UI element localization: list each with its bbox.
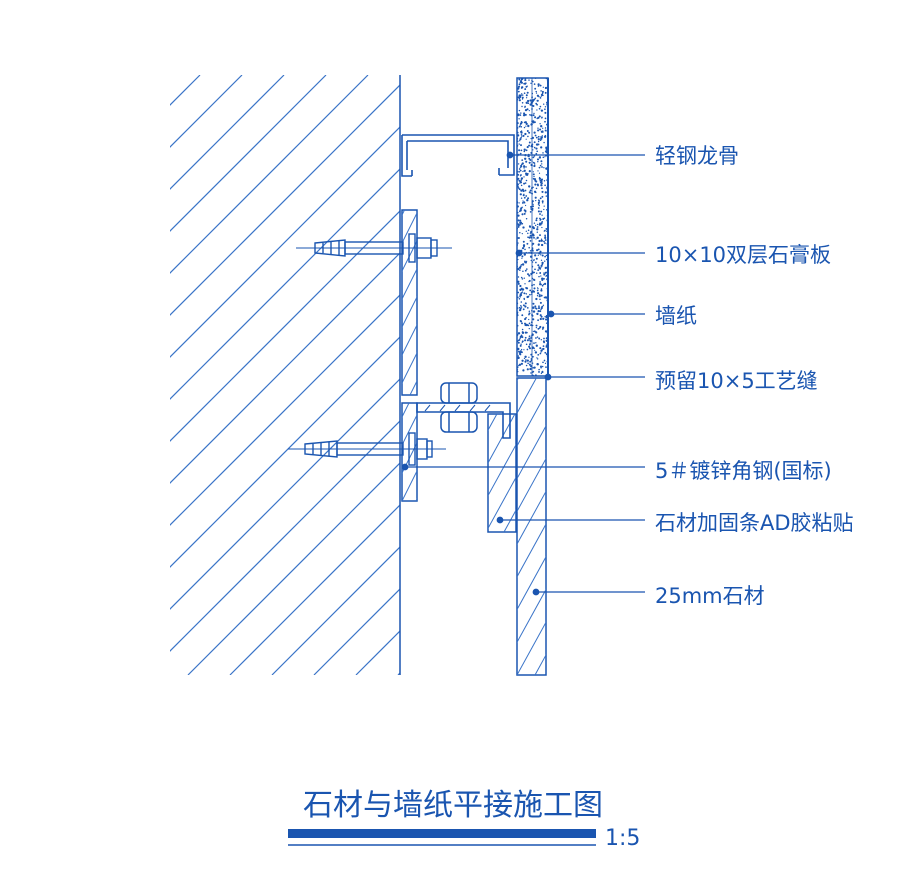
label-reserved-joint: 预留10×5工艺缝: [655, 369, 818, 393]
expansion-bolt-lower: [288, 432, 446, 466]
light-steel-keel: [401, 134, 515, 177]
angle-bolt: [440, 382, 478, 433]
stone-panel: [516, 377, 547, 676]
leader-lines: [401, 151, 645, 596]
label-light-steel-keel: 轻钢龙骨: [655, 144, 739, 168]
title-block: 石材与墙纸平接施工图 1:5: [288, 788, 640, 851]
drawing-title: 石材与墙纸平接施工图: [303, 788, 603, 823]
gypsum-board: [516, 77, 549, 377]
label-gypsum-board: 10×10双层石膏板: [655, 243, 831, 267]
concrete-wall: [170, 75, 401, 675]
label-wallpaper: 墙纸: [655, 304, 697, 328]
label-angle-steel: 5＃镀锌角钢(国标): [655, 459, 832, 483]
expansion-bolt-upper: [296, 233, 452, 263]
anchor-plate-upper: [401, 209, 418, 396]
label-reinforcing-strip: 石材加固条AD胶粘贴: [655, 511, 854, 535]
label-stone: 25mm石材: [655, 584, 765, 608]
stone-reinforcing-strip: [487, 413, 517, 533]
drawing-scale: 1:5: [605, 826, 640, 851]
callout-labels: 轻钢龙骨 10×10双层石膏板 墙纸 预留10×5工艺缝 5＃镀锌角钢(国标) …: [655, 144, 854, 608]
galvanized-angle-steel: [416, 402, 511, 439]
